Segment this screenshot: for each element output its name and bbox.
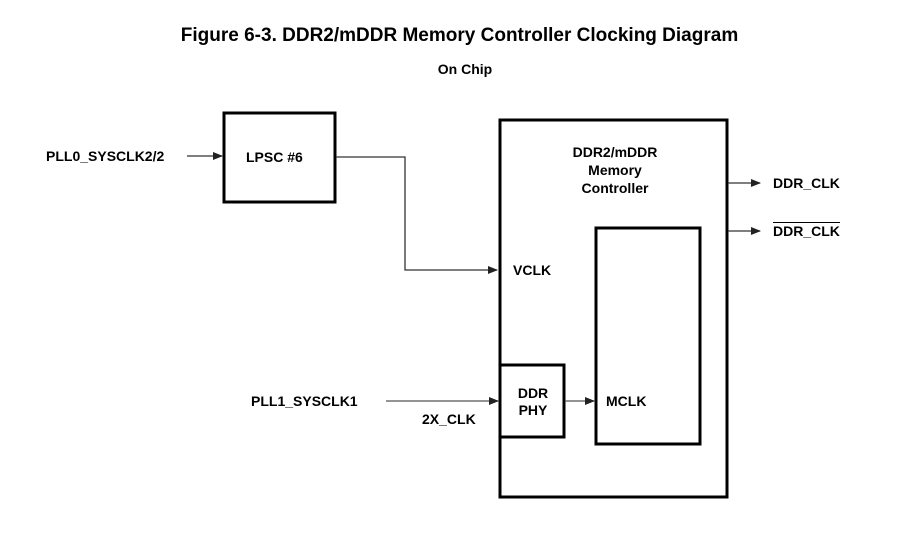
ddr-phy-block bbox=[498, 363, 566, 439]
ddr-phy-label: DDR PHY bbox=[502, 385, 564, 419]
memory-controller-block bbox=[498, 118, 729, 499]
vclk-label: VCLK bbox=[513, 262, 552, 278]
lpsc-label: LPSC #6 bbox=[246, 149, 303, 165]
phy-label-line-2: PHY bbox=[518, 402, 548, 418]
ddr-clk-label: DDR_CLK bbox=[773, 175, 840, 191]
pll0-sysclk-label: PLL0_SYSCLK2/2 bbox=[46, 148, 165, 164]
pll1-sysclk-label: PLL1_SYSCLK1 bbox=[251, 393, 358, 409]
figure-title: Figure 6-3. DDR2/mDDR Memory Controller … bbox=[180, 25, 739, 46]
lpsc-to-vclk-path bbox=[336, 156, 498, 274]
mclk-label: MCLK bbox=[606, 393, 647, 409]
phy-label-line-1: DDR bbox=[517, 385, 549, 401]
ddr-clk-n-label: DDR_CLK bbox=[773, 222, 840, 239]
controller-label-line-3: Controller bbox=[581, 180, 649, 196]
memory-controller-label: DDR2/mDDR Memory Controller bbox=[540, 143, 690, 197]
controller-label-line-2: Memory bbox=[588, 162, 642, 178]
lpsc-block bbox=[222, 111, 337, 204]
figure-subtitle: On Chip bbox=[437, 61, 493, 77]
mclk-domain-block bbox=[594, 226, 702, 446]
controller-label-line-1: DDR2/mDDR bbox=[572, 144, 658, 160]
2x-clk-label: 2X_CLK bbox=[422, 411, 476, 427]
